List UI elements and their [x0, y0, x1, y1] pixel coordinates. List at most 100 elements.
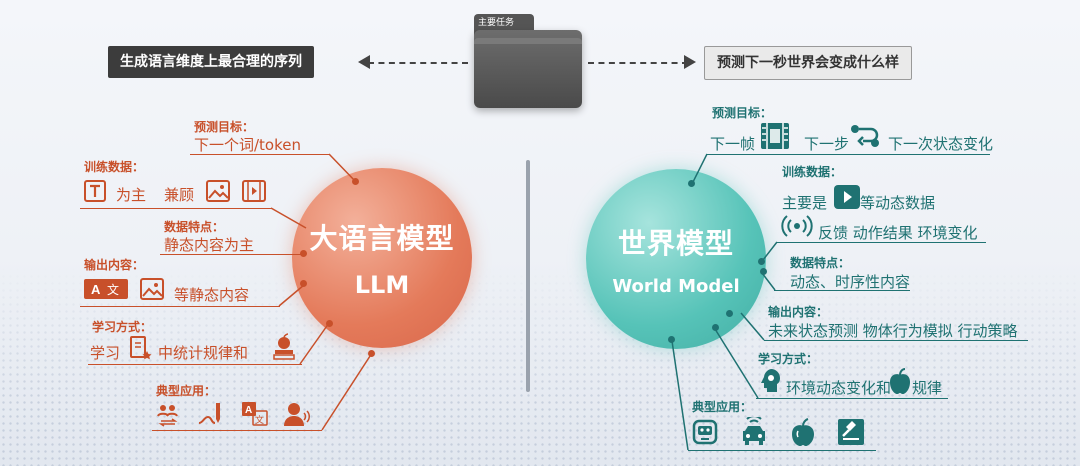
- llm-feature-text: 静态内容为主: [164, 236, 255, 254]
- llm-predict-text: 下一个词/token: [194, 136, 301, 154]
- wm-app-leader: [671, 340, 689, 451]
- llm-task-label: 生成语言维度上最合理的序列: [108, 46, 314, 78]
- wm-predict-underline: [706, 154, 990, 155]
- wm-train-line2: 反馈 动作结果 环境变化: [818, 224, 978, 242]
- llm-circle: 大语言模型 LLM: [292, 168, 472, 348]
- llm-train-underline: [80, 208, 272, 209]
- voice-assistant-icon: [282, 400, 312, 428]
- llm-feature-heading: 数据特点：: [164, 220, 225, 234]
- signal-icon: [780, 212, 814, 240]
- wm-feature-heading: 数据特点：: [790, 256, 851, 270]
- wm-learn-dot: [712, 324, 719, 331]
- image-icon: [204, 178, 232, 204]
- pen-writing-icon: [196, 400, 226, 428]
- llm-learn-pre: 学习: [90, 344, 121, 362]
- llm-app-underline: [152, 430, 322, 431]
- wm-learn-post: 规律: [912, 379, 943, 397]
- llm-output-dot: [300, 280, 307, 287]
- svg-text:文: 文: [107, 282, 119, 297]
- head-idea-icon: [758, 366, 784, 396]
- book-star-icon: [126, 334, 154, 362]
- llm-predict-leader: [328, 153, 357, 183]
- center-divider: [526, 160, 530, 392]
- llm-output-text: 等静态内容: [174, 286, 250, 304]
- llm-output-heading: 输出内容：: [84, 258, 145, 272]
- llm-train-main: 为主: [116, 186, 147, 204]
- wm-train-heading: 训练数据：: [782, 165, 843, 179]
- step-flow-icon: [848, 120, 882, 152]
- llm-predict-underline: [190, 154, 330, 155]
- apple-physics-icon: [788, 416, 818, 448]
- apple-icon: [886, 366, 914, 396]
- llm-output-leader: [278, 284, 305, 307]
- llm-train-leader: [270, 207, 307, 229]
- llm-learn-leader: [299, 322, 330, 365]
- wm-app-underline: [688, 450, 876, 451]
- wm-output-text: 未来状态预测 物体行为模拟 行动策略: [768, 322, 1018, 340]
- wm-train-post: 等动态数据: [860, 194, 936, 212]
- llm-title: 大语言模型: [309, 222, 455, 255]
- background-dots: [0, 266, 1080, 466]
- wm-learn-leader: [714, 328, 759, 399]
- llm-learn-heading: 学习方式：: [92, 320, 153, 334]
- llm-app-dot: [368, 350, 375, 357]
- svg-text:A: A: [91, 282, 101, 297]
- wm-learn-underline: [756, 398, 948, 399]
- llm-feature-underline: [160, 254, 306, 255]
- wm-predict-2: 下一步: [804, 135, 850, 153]
- wm-learn-pre: 环境动态变化和: [786, 379, 892, 397]
- film-icon: [758, 120, 792, 152]
- wm-app-heading: 典型应用：: [692, 400, 753, 414]
- wm-output-leader: [740, 312, 765, 341]
- svg-text:A: A: [245, 405, 252, 416]
- wm-feature-leader: [761, 272, 776, 291]
- llm-app-heading: 典型应用：: [156, 384, 217, 398]
- wm-predict-leader: [692, 153, 708, 183]
- wm-train-dot: [758, 258, 765, 265]
- wm-train-underline: [776, 242, 986, 243]
- video-icon: [240, 178, 268, 204]
- llm-learn-post: 中统计规律和: [158, 344, 249, 362]
- wm-title: 世界模型: [617, 226, 734, 260]
- left-arrowhead: [358, 55, 370, 69]
- right-arrowhead: [684, 55, 696, 69]
- wm-feature-underline: [774, 290, 910, 291]
- picture-icon: [138, 276, 166, 302]
- llm-predict-heading: 预测目标：: [194, 120, 255, 134]
- llm-learn-underline: [88, 364, 302, 365]
- robot-icon: [690, 416, 720, 448]
- play-icon: [832, 183, 862, 211]
- llm-train-also: 兼顾: [164, 186, 195, 204]
- llm-predict-dot: [352, 178, 359, 185]
- people-exchange-icon: [154, 400, 182, 428]
- wm-predict-3: 下一次状态变化: [888, 135, 994, 153]
- wm-predict-1: 下一帧: [710, 135, 756, 153]
- wm-circle: 世界模型 World Model: [586, 169, 766, 349]
- svg-text:文: 文: [255, 414, 264, 426]
- wm-feature-text: 动态、时序性内容: [790, 273, 911, 291]
- wm-task-label: 预测下一秒世界会变成什么样: [704, 46, 912, 80]
- wm-predict-heading: 预测目标：: [712, 106, 773, 120]
- right-dash-connector: [588, 62, 688, 64]
- wm-output-dot: [726, 310, 733, 317]
- wm-subtitle: World Model: [612, 275, 740, 297]
- folder-icon: [474, 30, 582, 108]
- wm-output-heading: 输出内容：: [768, 305, 829, 319]
- wm-train-leader: [762, 241, 778, 261]
- llm-subtitle: LLM: [354, 271, 410, 299]
- wm-feature-dot: [760, 268, 767, 275]
- wm-learn-heading: 学习方式：: [758, 352, 819, 366]
- wm-output-underline: [764, 340, 1028, 341]
- wm-app-dot: [668, 336, 675, 343]
- llm-output-underline: [80, 306, 280, 307]
- llm-feature-dot: [300, 250, 307, 257]
- wm-predict-dot: [688, 180, 695, 187]
- apple-books-icon: [270, 332, 298, 362]
- text-icon: [82, 178, 108, 204]
- llm-app-leader: [321, 352, 373, 431]
- wm-train-pre: 主要是: [782, 194, 828, 212]
- autonomous-car-icon: [738, 416, 770, 448]
- gavel-icon: [836, 416, 866, 448]
